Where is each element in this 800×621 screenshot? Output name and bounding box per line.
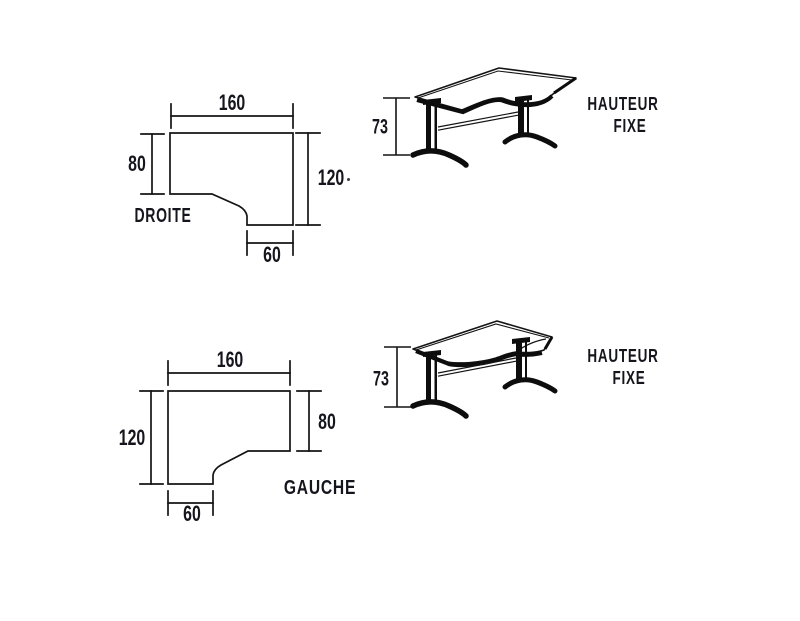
droite-dim-bottom-line [246,230,294,256]
gauche-dim-right-value: 80 [318,409,336,434]
droite-dim-left-line [140,133,165,195]
desk-top-left-leg [423,98,441,153]
desk-top-left-foot [410,148,469,168]
desk-bottom-front-edge-band [415,349,543,368]
droite-dim-left-value: 80 [128,151,146,176]
gauche-dim-right-line [296,390,322,452]
desk-top-right-edge-band [553,76,577,95]
desk-bottom-left-leg [423,350,441,405]
droite-dim-right-line [295,132,321,226]
gauche-dim-top-value: 160 [216,347,244,372]
droite-dim-bottom-value: 60 [263,242,281,267]
gauche-dim-left-value: 120 [118,425,146,450]
gauche-dim-top-line [167,360,291,386]
desk-top-note-line2: FIXE [613,116,647,136]
droite-dim-right-value: 120 [317,165,345,190]
droite-plan-label: DROITE [134,205,192,227]
desk-bottom-right-leg [512,337,530,382]
gauche-dim-left-line [139,390,164,485]
desk-top-height-dim-line [383,97,410,156]
desk-bottom-height-value: 73 [373,367,389,391]
desk-top-crossbar [437,111,519,131]
desk-bottom-illustration [384,320,558,419]
gauche-plan-label: GAUCHE [283,477,357,499]
desk-bottom-right-edge-band [543,336,554,350]
desk-bottom-height-dim-line [384,346,411,408]
desk-top-front-edge-band [416,94,554,115]
desk-bottom-note-line1: HAUTEUR [587,346,659,366]
desk-top-right-foot [502,132,558,149]
desk-bottom-left-foot [410,399,469,419]
gauche-shape-outline [167,390,291,485]
gauche-dim-bottom-value: 60 [183,501,201,526]
desk-top-illustration [383,67,577,168]
droite-dim-top-line [170,103,294,129]
desk-bottom-back-inner-edge [415,323,550,351]
gauche-dim-bottom-line [167,490,214,516]
desk-bottom-right-foot [502,377,558,394]
desk-bottom-crossbar [437,357,517,377]
print-speck [347,178,350,181]
droite-dim-top-value: 160 [218,90,246,115]
droite-shape-outline [169,132,294,226]
desk-top-note-line1: HAUTEUR [587,94,659,114]
droite-plan [140,103,321,256]
desk-top-height-value: 73 [372,115,388,139]
desk-bottom-note-line2: FIXE [612,368,646,388]
gauche-plan [139,360,322,516]
desk-top-right-leg [515,95,532,137]
desk-top-back-inner-edge [417,70,573,99]
